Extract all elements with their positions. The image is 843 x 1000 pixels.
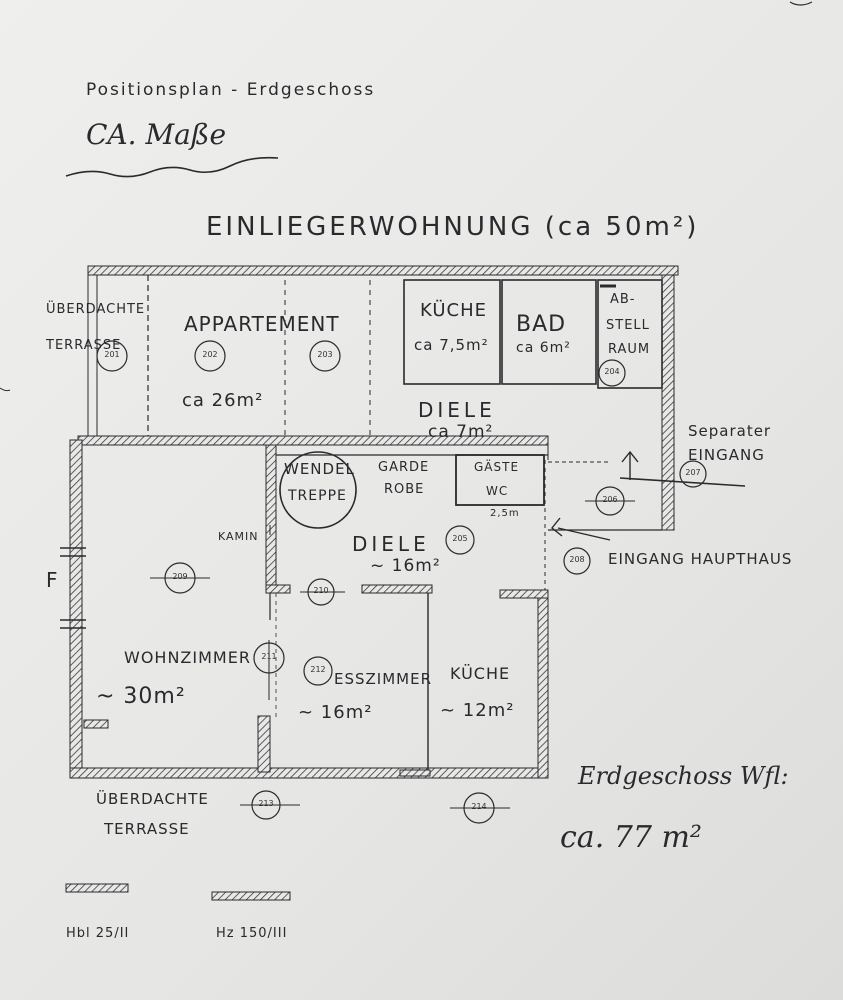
header-line2: CA. Maße [86, 118, 227, 151]
label-kamin: KAMIN [218, 530, 259, 543]
label-diele-main-area: ~ 16m² [370, 556, 441, 576]
pos-label-204: 204 [604, 367, 620, 376]
wall-right-upper [661, 274, 675, 531]
wall-left-upper [87, 274, 98, 441]
label-abstell-2: STELL [606, 318, 650, 333]
label-ueberdachte-top-1: ÜBERDACHTE [46, 302, 146, 317]
pos-label-210: 210 [313, 586, 329, 595]
pos-label-208: 208 [569, 555, 585, 564]
pos-label-209: 209 [172, 572, 188, 581]
pos-label-206: 206 [602, 495, 618, 504]
label-wohnzimmer: WOHNZIMMER [124, 648, 251, 667]
wall-top-upper [87, 265, 679, 276]
label-gaeste-1: GÄSTE [474, 460, 520, 474]
label-wendel-1: WENDEL [284, 460, 355, 478]
pos-label-202: 202 [202, 350, 218, 359]
label-gaeste-area: 2,5m [490, 508, 520, 519]
label-kueche-top-area: ca 7,5m² [414, 336, 489, 354]
label-esszimmer: ESSZIMMER [334, 670, 433, 688]
pos-label-213: 213 [258, 799, 274, 808]
position-markers [96, 340, 707, 824]
label-bad-area: ca 6m² [516, 340, 571, 356]
label-eingang-haupthaus: EINGANG HAUPTHAUS [608, 550, 793, 568]
wendeltreppe-circle [279, 451, 357, 529]
label-abstell-3: RAUM [608, 342, 651, 357]
label-kueche-top: KÜCHE [420, 300, 487, 321]
label-ueberdachte-top-2: TERRASSE [46, 338, 122, 353]
wall-bottom-main [69, 767, 549, 779]
label-f-mark: F [46, 568, 59, 592]
legend-item2: Hz 150/III [216, 926, 288, 941]
label-bad: BAD [516, 312, 567, 337]
label-kueche-main: KÜCHE [450, 664, 511, 683]
label-esszimmer-area: ~ 16m² [298, 702, 373, 723]
legend-hatch-1 [65, 883, 129, 893]
pos-label-203: 203 [317, 350, 333, 359]
label-ueberdachte-bottom-2: TERRASSE [104, 820, 190, 838]
einlieger-title: EINLIEGERWOHNUNG (ca 50m²) [206, 212, 700, 242]
pos-label-212: 212 [310, 665, 326, 674]
header-line1: Positionsplan - Erdgeschoss [86, 80, 376, 100]
label-kueche-main-area: ~ 12m² [440, 700, 515, 721]
bad-box [501, 279, 597, 385]
summary-value: ca. 77 m² [560, 820, 702, 855]
pos-label-214: 214 [471, 802, 487, 811]
summary-label: Erdgeschoss Wfl: [578, 762, 789, 790]
label-wohnzimmer-area: ~ 30m² [96, 684, 186, 709]
wall-stair [265, 444, 277, 591]
wall-right-main [537, 589, 549, 779]
wall-left-main [69, 439, 83, 771]
label-diele-main: DIELE [352, 532, 430, 556]
label-diele-top: DIELE [418, 398, 496, 422]
label-appartement-area: ca 26m² [182, 390, 264, 411]
label-garde-2: ROBE [384, 482, 425, 497]
gaeste-wc-box [455, 454, 545, 506]
pos-label-207: 207 [685, 468, 701, 477]
pos-label-205: 205 [452, 534, 468, 543]
kueche-top-box [403, 279, 501, 385]
label-abstell-1: AB- [610, 292, 636, 307]
label-diele-top-area: ca 7m² [428, 422, 494, 442]
label-separater-1: Separater [688, 422, 772, 440]
label-separater-2: EINGANG [688, 446, 765, 464]
label-wendel-2: TREPPE [288, 488, 347, 504]
label-ueberdachte-bottom-1: ÜBERDACHTE [96, 790, 209, 808]
header-underline [65, 156, 279, 178]
label-gaeste-2: WC [486, 484, 509, 498]
pos-label-201: 201 [104, 350, 120, 359]
legend-item1: Hbl 25/II [66, 926, 130, 941]
abstell-box [597, 279, 663, 389]
pos-label-211: 211 [261, 652, 277, 661]
legend-hatch-2 [211, 891, 291, 901]
label-garde-1: GARDE [378, 460, 430, 475]
label-appartement: APPARTEMENT [184, 312, 340, 336]
